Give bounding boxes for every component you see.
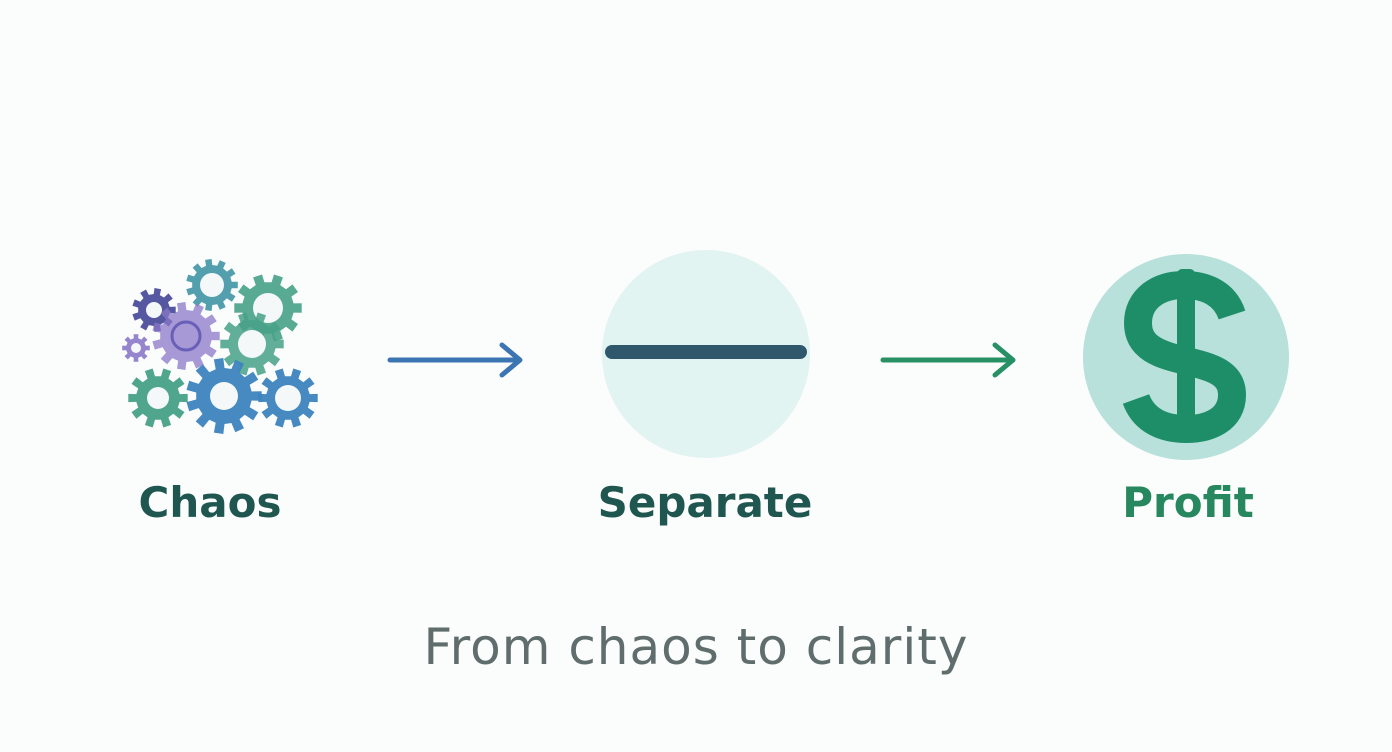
step-label-profit: Profit: [1122, 478, 1254, 527]
arrow-right-icon: [880, 342, 1016, 378]
gear-shape: [220, 312, 284, 376]
profit-circle: [1083, 254, 1289, 460]
tagline: From chaos to clarity: [423, 618, 969, 676]
gear-shape: [128, 368, 188, 428]
step-label-separate: Separate: [597, 478, 813, 527]
gear-shape: [132, 288, 176, 332]
gears-icon: [122, 259, 318, 434]
separate-circle: [602, 250, 810, 458]
divider-line-icon: [605, 345, 807, 359]
gear-shape: [186, 259, 238, 311]
gear-shape: [152, 302, 220, 370]
arrow-right-icon: [387, 342, 523, 378]
dollar-sign-icon: [1122, 269, 1246, 443]
gear-shape: [186, 358, 262, 434]
gear-shape: [122, 334, 150, 362]
step-label-chaos: Chaos: [138, 478, 282, 527]
gear-shape: [258, 368, 318, 428]
